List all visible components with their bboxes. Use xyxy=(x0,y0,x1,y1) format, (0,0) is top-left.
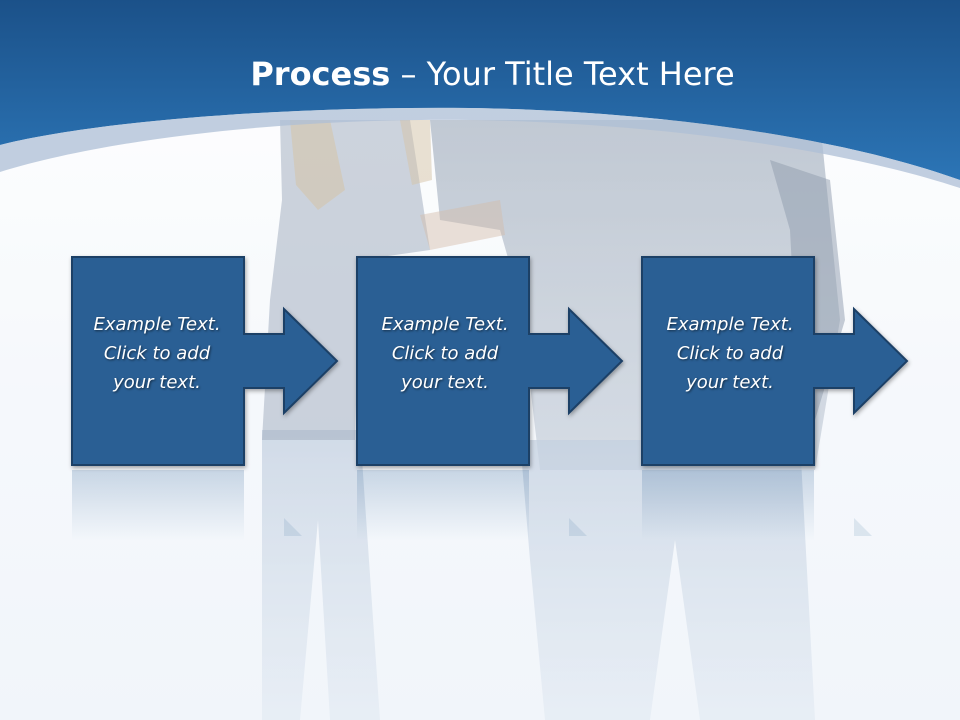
step-3-text[interactable]: Example Text. Click to add your text. xyxy=(644,310,816,400)
step-reflections xyxy=(72,470,872,540)
step-text-line: your text. xyxy=(113,372,201,393)
step-3-arrow-reflection xyxy=(854,518,872,536)
step-1-shape[interactable] xyxy=(71,256,339,466)
step-text-line: your text. xyxy=(686,372,774,393)
step-text-line: your text. xyxy=(401,372,489,393)
step-text-line: Click to add xyxy=(391,343,499,364)
step-shapes xyxy=(71,256,909,466)
step-2-arrow-reflection xyxy=(569,518,587,536)
step-2-reflection xyxy=(357,470,529,540)
step-3-reflection xyxy=(642,470,814,540)
step-1-arrow-reflection xyxy=(284,518,302,536)
step-2-shape[interactable] xyxy=(356,256,624,466)
step-3-shape[interactable] xyxy=(641,256,909,466)
title-rest-text: – Your Title Text Here xyxy=(390,55,735,93)
header-band xyxy=(0,0,960,188)
step-text-line: Click to add xyxy=(103,343,211,364)
step-1-text[interactable]: Example Text. Click to add your text. xyxy=(71,310,243,400)
step-1-reflection xyxy=(72,470,244,540)
step-text-line: Example Text. xyxy=(666,314,794,335)
step-text-line: Example Text. xyxy=(381,314,509,335)
title-bold-text: Process xyxy=(250,55,391,93)
step-text-line: Example Text. xyxy=(93,314,221,335)
step-text-line: Click to add xyxy=(676,343,784,364)
step-2-text[interactable]: Example Text. Click to add your text. xyxy=(359,310,531,400)
slide-title[interactable]: Process – Your Title Text Here xyxy=(0,52,960,96)
